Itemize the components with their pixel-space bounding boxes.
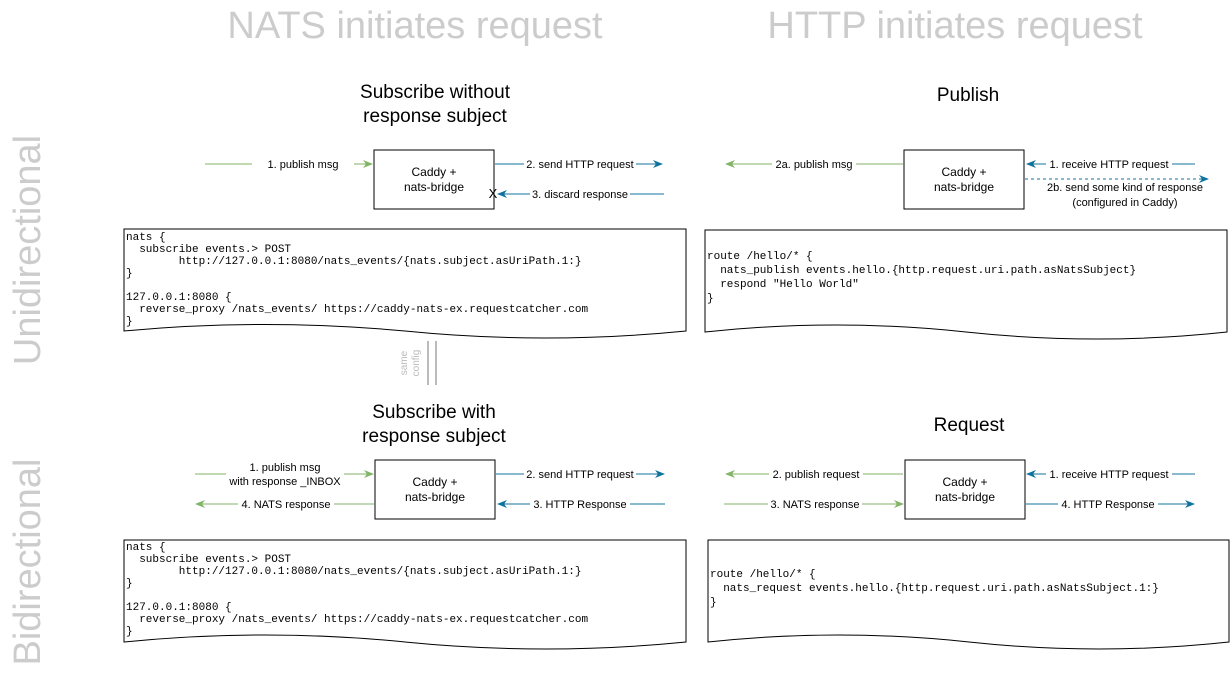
edge-label-nats-response: 4. NATS response: [241, 499, 330, 511]
same-config-label: config: [411, 350, 422, 377]
code-line: reverse_proxy /nats_events/ https://cadd…: [126, 304, 588, 316]
box-label: Caddy +: [411, 165, 456, 179]
box-label: Caddy +: [412, 475, 457, 489]
panel-title: Request: [934, 415, 1005, 436]
edge-label-publish-msg: 1. publish msg: [250, 462, 321, 474]
code-line: subscribe events.> POST: [126, 244, 291, 256]
box-label: nats-bridge: [404, 180, 464, 194]
code-line: nats {: [126, 542, 166, 554]
config-document: [123, 539, 687, 650]
box-label: Caddy +: [941, 165, 986, 179]
edge-label-publish-request: 2. publish request: [773, 469, 860, 481]
row-header-bidirectional: Bidirectional: [7, 459, 49, 666]
box-label: nats-bridge: [935, 490, 995, 504]
edge-label-send-response: 2b. send some kind of response: [1047, 182, 1203, 194]
column-header-nats: NATS initiates request: [227, 5, 603, 47]
panel-title: Publish: [937, 85, 999, 106]
code-line: }: [707, 293, 714, 305]
config-code: route /hello/* { nats_request events.hel…: [710, 569, 1159, 609]
panel-title: Subscribe with: [372, 402, 496, 423]
config-document: [707, 539, 1230, 650]
edge-label-receive-http: 1. receive HTTP request: [1049, 469, 1168, 481]
edge-label-publish-msg: 2a. publish msg: [775, 159, 852, 171]
edge-label-nats-response: 3. NATS response: [770, 499, 859, 511]
panel-publish: Publish Caddy + nats-bridge 2a. publish …: [704, 85, 1228, 340]
code-line: 127.0.0.1:8080 {: [126, 602, 232, 614]
box-label: nats-bridge: [934, 180, 994, 194]
panel-title: response subject: [363, 106, 507, 127]
code-line: }: [710, 597, 717, 609]
panel-request: Request Caddy + nats-bridge 2. publish r…: [707, 415, 1230, 650]
code-line: nats {: [126, 232, 166, 244]
code-line: }: [126, 316, 133, 328]
edge-label-send-http: 2. send HTTP request: [526, 469, 633, 481]
box-label: nats-bridge: [405, 490, 465, 504]
code-line: http://127.0.0.1:8080/nats_events/{nats.…: [126, 566, 581, 578]
code-line: nats_request events.hello.{http.request.…: [710, 583, 1159, 595]
row-header-unidirectional: Unidirectional: [7, 135, 49, 365]
box-label: Caddy +: [942, 475, 987, 489]
code-line: respond "Hello World": [707, 279, 859, 291]
discard-x-mark: X: [489, 186, 498, 201]
config-document: [123, 228, 687, 339]
edge-label-publish-msg: with response _INBOX: [228, 476, 341, 488]
code-line: http://127.0.0.1:8080/nats_events/{nats.…: [126, 256, 581, 268]
edge-label-send-http: 2. send HTTP request: [526, 159, 633, 171]
caddy-nats-bridge-box: [373, 149, 495, 210]
edge-label-http-response: 4. HTTP Response: [1061, 499, 1154, 511]
edge-label-http-response: 3. HTTP Response: [533, 499, 626, 511]
caddy-nats-bridge-box: [374, 459, 496, 520]
edge-label-discard: 3. discard response: [532, 189, 628, 201]
same-config-label: same: [399, 350, 410, 375]
edge-label-publish-msg: 1. publish msg: [268, 159, 339, 171]
config-document: [704, 229, 1228, 340]
code-line: }: [126, 578, 133, 590]
config-code: route /hello/* { nats_publish events.hel…: [707, 251, 1136, 305]
code-line: route /hello/* {: [710, 569, 816, 581]
code-line: subscribe events.> POST: [126, 554, 291, 566]
code-line: route /hello/* {: [707, 251, 813, 263]
code-line: }: [126, 268, 133, 280]
code-line: 127.0.0.1:8080 {: [126, 292, 232, 304]
panel-title: response subject: [362, 426, 506, 447]
edge-label-send-response: (configured in Caddy): [1072, 197, 1177, 209]
code-line: reverse_proxy /nats_events/ https://cadd…: [126, 614, 588, 626]
panel-title: Subscribe without: [360, 82, 511, 103]
config-code: nats { subscribe events.> POST http://12…: [126, 232, 588, 328]
column-header-http: HTTP initiates request: [767, 5, 1143, 47]
same-config-marker: same config: [399, 341, 437, 385]
code-line: nats_publish events.hello.{http.request.…: [707, 265, 1136, 277]
caddy-nats-bridge-box: [904, 459, 1026, 520]
panel-subscribe-with-response: Subscribe with response subject Caddy + …: [123, 402, 687, 650]
panel-subscribe-without-response: Subscribe without response subject Caddy…: [123, 82, 687, 339]
caddy-nats-bridge-box: [903, 149, 1025, 210]
config-code: nats { subscribe events.> POST http://12…: [126, 542, 588, 638]
code-line: }: [126, 626, 133, 638]
edge-label-receive-http: 1. receive HTTP request: [1049, 159, 1168, 171]
